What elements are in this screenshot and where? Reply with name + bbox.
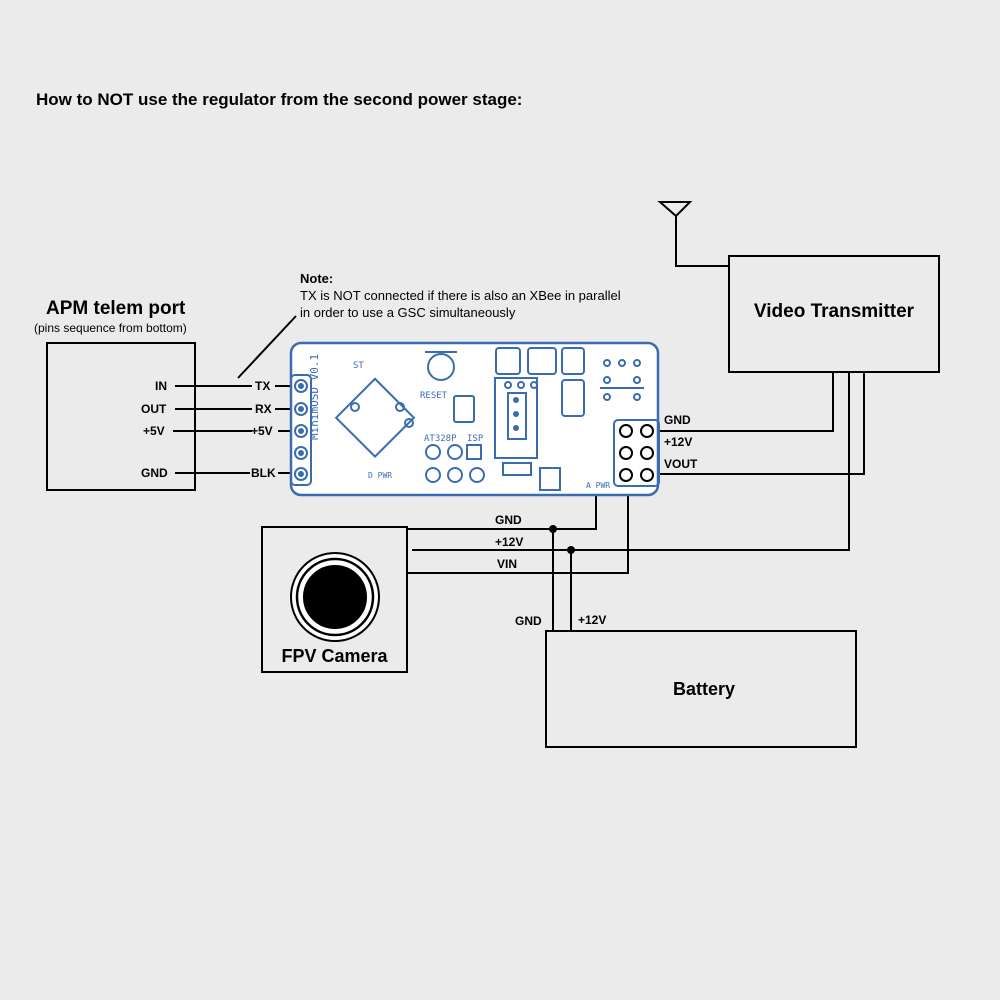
wire-cam-vin [407,476,629,574]
apm-subtitle: (pins sequence from bottom) [34,321,187,335]
st-text: ST [353,361,364,371]
note: Note: TX is NOT connected if there is al… [300,270,621,321]
junction-gnd [549,525,557,533]
note-pointer [237,315,297,379]
apm-title: APM telem port [46,298,186,319]
wire-vtx-gnd [654,372,834,432]
battery-wire-gnd: GND [515,614,542,628]
osd-pin-5v: +5V [251,424,273,438]
wire-vtx-vout [654,372,865,475]
note-line-1: TX is NOT connected if there is also an … [300,288,621,303]
board-name-text: MinimOSD V0.1 [308,354,321,440]
osd-pin-tx: TX [255,379,271,393]
fpv-camera-label: FPV Camera [281,646,388,666]
chip-text: AT328P [424,434,457,444]
osd-right-pin-gnd: GND [664,413,691,427]
reset-text: RESET [420,391,448,401]
battery-label: Battery [672,679,736,699]
antenna-head [657,201,693,218]
antenna-mast [675,210,729,267]
video-transmitter-box [728,255,940,373]
camera-wire-vin: VIN [497,557,518,571]
camera-lens [303,565,367,629]
camera-wire-12v: +12V [495,535,524,549]
wire-vtx-12v [412,372,850,551]
apm-pin-out: OUT [141,402,167,416]
apm-pin-in: IN [155,379,167,393]
osd-pin-blk: BLK [251,466,276,480]
junction-12v [567,546,575,554]
battery-wire-12v: +12V [578,613,607,627]
osd-right-pin-12v: +12V [664,435,693,449]
osd-pin-rx: RX [255,402,272,416]
battery-box [545,630,857,748]
apm-pin-5v: +5V [143,424,165,438]
minimosd-board: MinimOSD V0.1 RESET AT328P ISP ST D PWR … [289,341,660,497]
apm-box [46,342,196,491]
dpwr-text: D PWR [368,471,392,480]
note-line-2: in order to use a GSC simultaneously [300,305,516,320]
apm-pin-gnd: GND [141,466,168,480]
camera-wire-gnd: GND [495,513,522,527]
video-transmitter-label: Video Transmitter [753,301,915,322]
apwr-text: A PWR [586,481,610,490]
page-title: How to NOT use the regulator from the se… [36,90,523,109]
note-heading: Note: [300,271,334,286]
isp-text: ISP [467,434,484,444]
osd-right-pin-vout: VOUT [664,457,698,471]
